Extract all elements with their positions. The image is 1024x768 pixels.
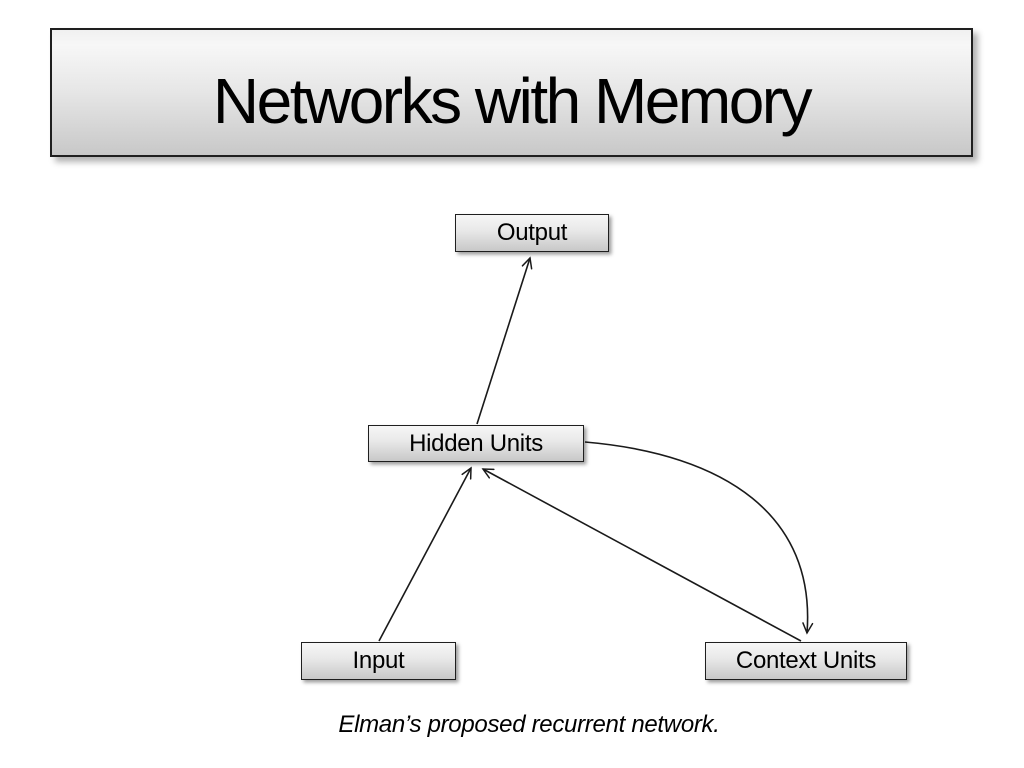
node-output-label: Output	[496, 219, 568, 246]
title-banner: Networks with Memory	[50, 28, 973, 157]
node-hidden-units: Hidden Units	[368, 425, 584, 462]
node-hidden-units-label: Hidden Units	[409, 429, 543, 457]
slide-caption: Elman’s proposed recurrent network.	[338, 711, 720, 738]
edge-hidden-to-output	[476, 256, 533, 425]
slide-title: Networks with Memory	[212, 64, 813, 137]
node-input: Input	[301, 642, 456, 680]
node-context-units-label: Context Units	[735, 647, 877, 674]
node-input-label: Input	[352, 647, 405, 674]
edge-hidden-to-context	[584, 441, 814, 635]
node-output: Output	[455, 214, 609, 252]
edge-input-to-hidden	[378, 466, 472, 642]
edge-context-to-hidden	[481, 468, 802, 642]
node-context-units: Context Units	[705, 642, 907, 680]
